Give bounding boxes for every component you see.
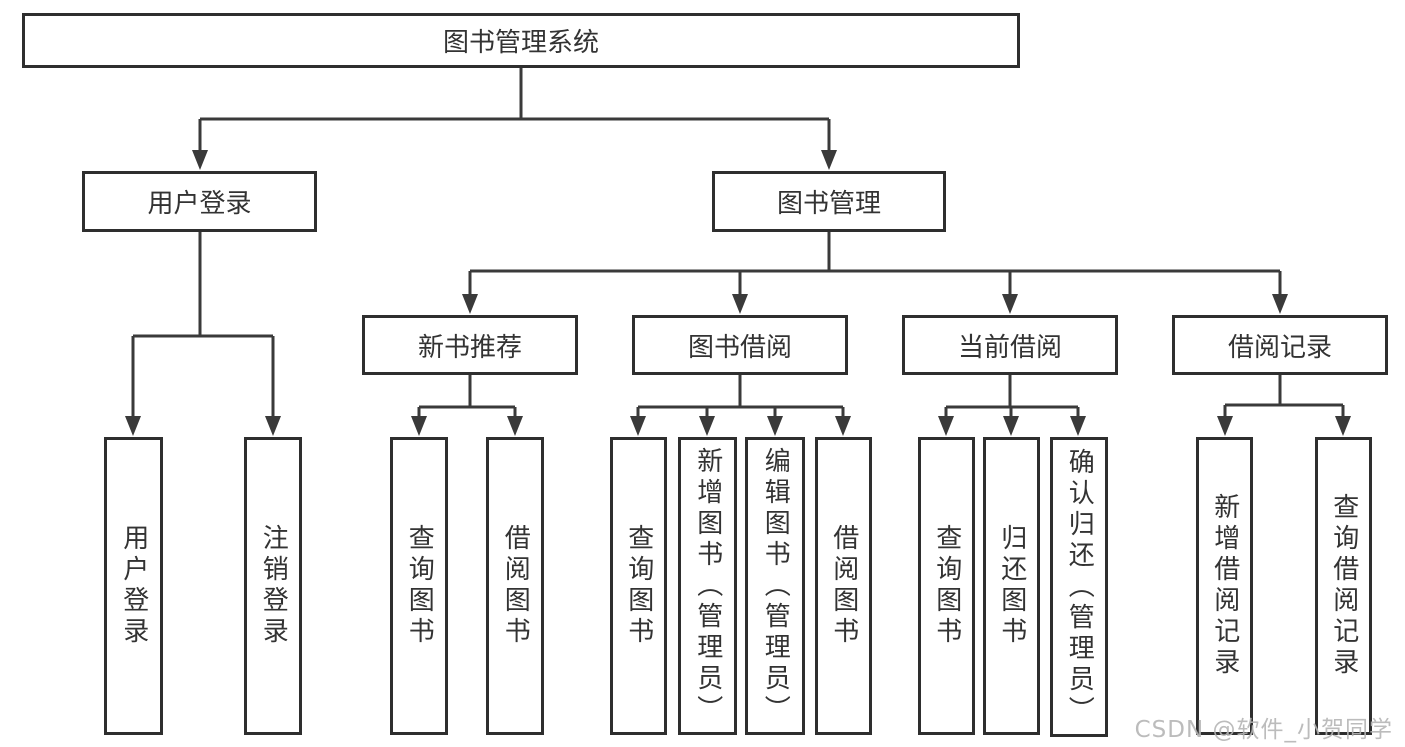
leaf-return-books-label: 归还图书 [996, 524, 1027, 648]
leaf-rec-borrow-books: 借阅图书 [486, 437, 544, 735]
node-root: 图书管理系统 [22, 13, 1020, 68]
leaf-return-books: 归还图书 [983, 437, 1040, 735]
leaf-user-login: 用户登录 [104, 437, 163, 735]
leaf-query-borrow-record-label: 查询借阅记录 [1328, 493, 1359, 679]
node-book-borrow-label: 图书借阅 [687, 332, 792, 363]
leaf-rec-borrow-books-label: 借阅图书 [500, 524, 531, 648]
leaf-current-query-books-label: 查询图书 [931, 524, 962, 648]
leaf-edit-books-admin-label: 编辑图书（管理员） [760, 446, 791, 726]
leaf-current-query-books: 查询图书 [918, 437, 975, 735]
node-borrow-records-label: 借阅记录 [1227, 332, 1332, 363]
leaf-confirm-return-admin-label: 确认归还（管理员） [1064, 447, 1095, 727]
node-user-login-branch-label: 用户登录 [147, 189, 252, 219]
node-new-book-recommend: 新书推荐 [362, 315, 578, 375]
node-book-management-branch-label: 图书管理 [776, 189, 881, 219]
node-current-borrow: 当前借阅 [902, 315, 1118, 375]
leaf-borrow-query-books: 查询图书 [610, 437, 667, 735]
node-root-label: 图书管理系统 [442, 28, 599, 58]
node-new-book-recommend-label: 新书推荐 [417, 332, 522, 363]
leaf-add-borrow-record-label: 新增借阅记录 [1209, 493, 1240, 679]
leaf-logout: 注销登录 [244, 437, 302, 735]
node-current-borrow-label: 当前借阅 [957, 332, 1062, 363]
leaf-add-books-admin: 新增图书（管理员） [678, 437, 737, 735]
node-borrow-records: 借阅记录 [1172, 315, 1388, 375]
leaf-rec-query-books: 查询图书 [390, 437, 448, 735]
node-book-borrow: 图书借阅 [632, 315, 848, 375]
leaf-borrow-query-books-label: 查询图书 [623, 524, 654, 648]
node-book-management-branch: 图书管理 [712, 171, 946, 232]
leaf-rec-query-books-label: 查询图书 [404, 524, 435, 648]
node-user-login-branch: 用户登录 [82, 171, 317, 232]
leaf-add-books-admin-label: 新增图书（管理员） [692, 446, 723, 726]
leaf-add-borrow-record: 新增借阅记录 [1196, 437, 1253, 735]
leaf-logout-label: 注销登录 [258, 524, 289, 648]
csdn-watermark: CSDN @软件_小贺同学 [1134, 717, 1393, 743]
leaf-query-borrow-record: 查询借阅记录 [1315, 437, 1372, 735]
leaf-confirm-return-admin: 确认归还（管理员） [1050, 437, 1108, 737]
leaf-borrow-borrow-books-label: 借阅图书 [828, 524, 859, 648]
leaf-edit-books-admin: 编辑图书（管理员） [745, 437, 805, 735]
leaf-borrow-borrow-books: 借阅图书 [815, 437, 872, 735]
leaf-user-login-label: 用户登录 [118, 524, 149, 648]
